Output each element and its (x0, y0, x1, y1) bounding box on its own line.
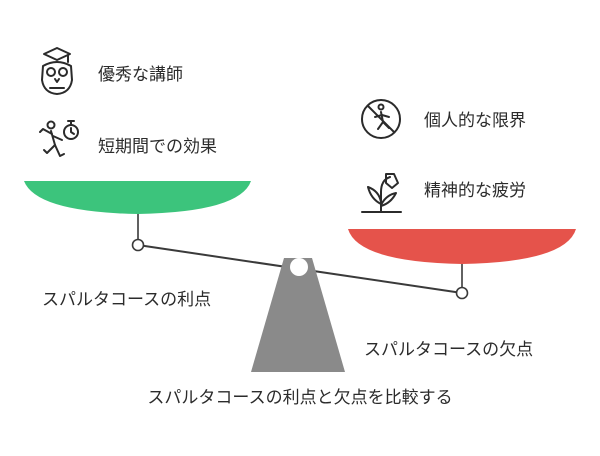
right-pan (348, 229, 576, 264)
left-pan (24, 181, 251, 214)
left-item-1-label: 優秀な講師 (98, 65, 183, 85)
right-item-2-label: 精神的な疲労 (424, 181, 526, 201)
left-side-label: スパルタコースの利点 (42, 290, 211, 310)
running-stopwatch-icon (39, 120, 79, 157)
left-item-2-label: 短期間での効果 (98, 137, 217, 157)
right-item-1-label: 個人的な限界 (424, 111, 526, 131)
fulcrum-pivot (290, 258, 308, 276)
no-running-icon (361, 99, 401, 139)
right-beam-joint (455, 286, 469, 300)
right-side-label: スパルタコースの欠点 (364, 340, 533, 360)
diagram-title: スパルタコースの利点と欠点を比較する (147, 388, 452, 408)
scale-fulcrum (251, 258, 345, 372)
owl-graduate-icon (41, 47, 73, 95)
wilting-plant-icon (361, 173, 402, 213)
left-beam-joint (131, 238, 145, 252)
